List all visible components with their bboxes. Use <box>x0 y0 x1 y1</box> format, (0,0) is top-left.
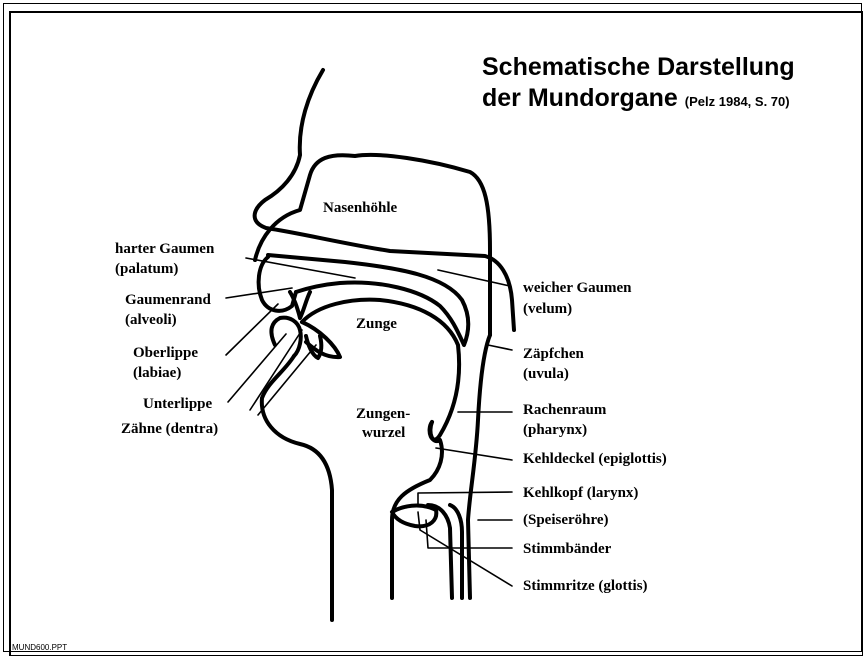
chin-neck-outline <box>262 356 332 620</box>
lower-lip-outline <box>271 318 300 356</box>
larynx-outline <box>392 506 436 527</box>
title-line-2: der Mundorgane <box>482 84 678 112</box>
label-stimmritze: Stimmritze (glottis) <box>523 577 648 596</box>
pharynx-back-wall <box>468 335 490 598</box>
label-gaumenrand: Gaumenrand <box>125 291 211 310</box>
label-rachenraum: Rachenraum <box>523 401 606 420</box>
label-uvula: (uvula) <box>523 365 569 384</box>
label-labiae: (labiae) <box>133 364 181 383</box>
label-unterlippe: Unterlippe <box>143 395 212 414</box>
label-zaehne: Zähne (dentra) <box>121 420 218 439</box>
label-zaepfchen: Zäpfchen <box>523 345 584 364</box>
footer-filename: MUND600.PPT <box>12 643 67 653</box>
label-zunge: Zunge <box>356 315 397 334</box>
title-citation: (Pelz 1984, S. 70) <box>685 94 790 109</box>
label-stimmbaender: Stimmbänder <box>523 540 611 559</box>
leader-unterlippe-2 <box>250 330 302 410</box>
label-wurzel: wurzel <box>362 424 405 443</box>
label-kehldeckel: Kehldeckel (epiglottis) <box>523 450 667 469</box>
label-velum: (velum) <box>523 300 572 319</box>
label-speiseroehre: (Speiseröhre) <box>523 511 609 530</box>
label-palatum: (palatum) <box>115 260 178 279</box>
label-nasenhoehle: Nasenhöhle <box>323 199 397 218</box>
label-kehlkopf: Kehlkopf (larynx) <box>523 484 638 503</box>
diagram-title: Schematische Darstellung der Mundorgane … <box>482 52 795 117</box>
label-zungen: Zungen- <box>356 405 410 424</box>
trachea-wall <box>428 505 452 598</box>
label-harter-gaumen: harter Gaumen <box>115 240 214 259</box>
label-alveoli: (alveoli) <box>125 311 177 330</box>
label-pharynx: (pharynx) <box>523 421 587 440</box>
label-weicher-gaumen: weicher Gaumen <box>523 279 631 298</box>
label-oberlippe: Oberlippe <box>133 344 198 363</box>
leader-zaepfchen <box>488 345 512 350</box>
upper-lip-outline <box>259 257 296 311</box>
leader-kehlkopf <box>418 492 512 505</box>
leader-weicher-gaumen <box>438 270 510 286</box>
title-line-1: Schematische Darstellung <box>482 52 795 83</box>
